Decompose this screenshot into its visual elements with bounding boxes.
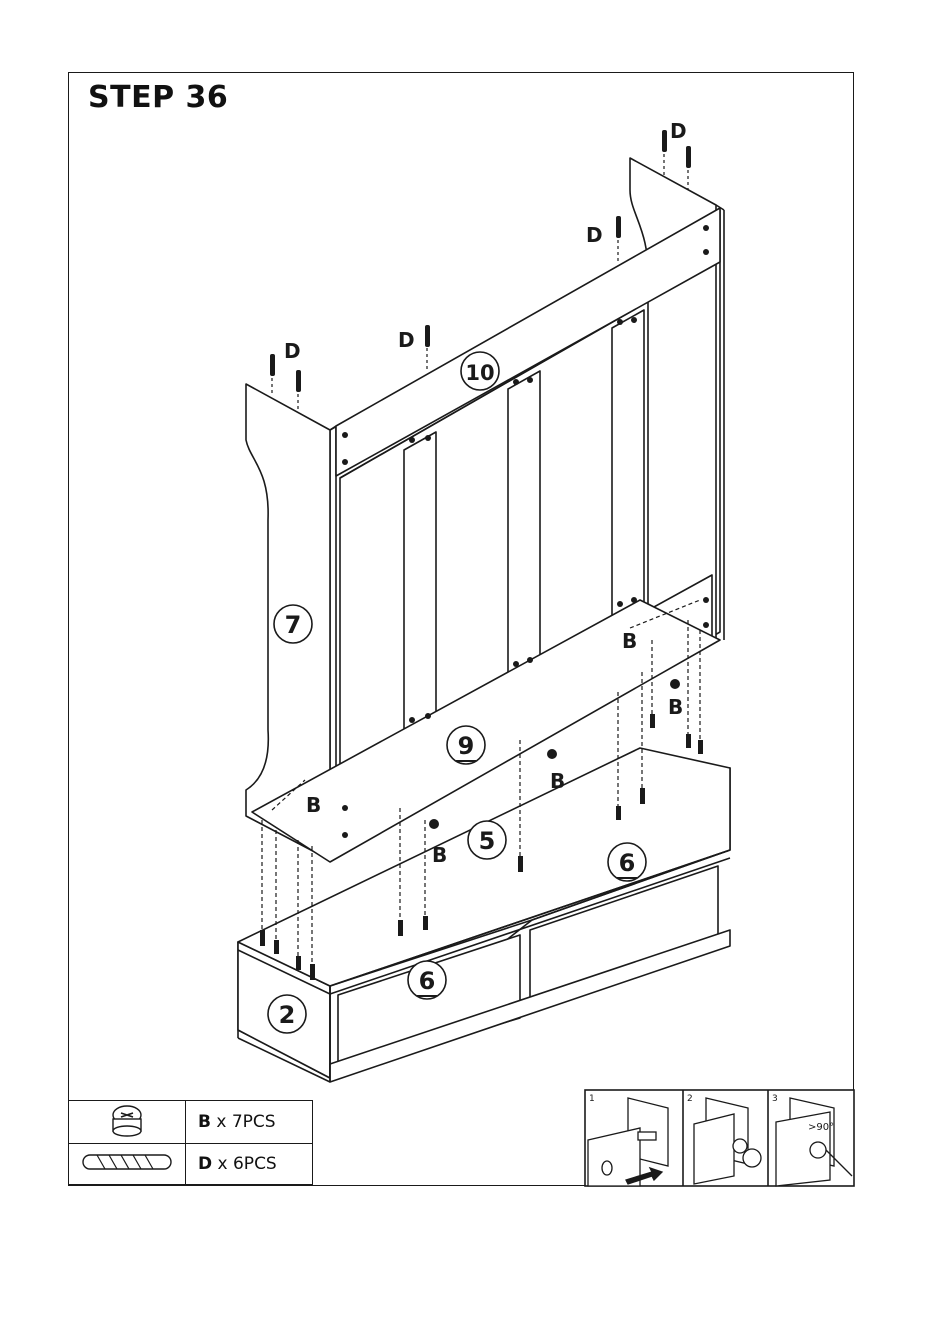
svg-text:5: 5 bbox=[479, 827, 496, 855]
instruction-step-3: 3 bbox=[772, 1094, 778, 1104]
dowel-icon bbox=[270, 354, 275, 376]
callout-b: B bbox=[306, 793, 321, 817]
svg-text:7: 7 bbox=[285, 611, 302, 639]
callout-d: D bbox=[586, 223, 603, 247]
part-label-9: 9 bbox=[447, 726, 485, 764]
part-label-2: 2 bbox=[268, 995, 306, 1033]
svg-text:6: 6 bbox=[419, 967, 436, 995]
callout-b: B bbox=[622, 629, 637, 653]
callout-d: D bbox=[398, 328, 415, 352]
wooden-dowel-icon bbox=[69, 1144, 186, 1185]
svg-text:10: 10 bbox=[465, 361, 494, 385]
dowel-icon bbox=[296, 370, 301, 392]
svg-text:9: 9 bbox=[458, 732, 475, 760]
hardware-row-b: B x 7PCS bbox=[69, 1101, 313, 1144]
callout-b: B bbox=[550, 769, 565, 793]
cam-lock-icon bbox=[69, 1101, 186, 1144]
part-label-6-left: 6 bbox=[408, 961, 446, 999]
part-label-10: 10 bbox=[461, 352, 499, 390]
callout-d: D bbox=[670, 119, 687, 143]
part-label-7: 7 bbox=[274, 605, 312, 643]
instruction-step-1: 1 bbox=[589, 1094, 595, 1104]
hardware-qty-d: x 6PCS bbox=[218, 1154, 277, 1174]
callout-d: D bbox=[284, 339, 301, 363]
svg-text:6: 6 bbox=[619, 849, 636, 877]
part-label-6-right: 6 bbox=[608, 843, 646, 881]
rotation-angle-label: >90° bbox=[808, 1122, 834, 1133]
hardware-qty-b: x 7PCS bbox=[216, 1112, 275, 1132]
svg-text:2: 2 bbox=[279, 1001, 296, 1029]
cam-lock-instructions: 1 2 3 >90° bbox=[585, 1090, 854, 1186]
dowel-icon bbox=[616, 216, 621, 238]
hardware-list: B x 7PCS D x 6PCS bbox=[68, 1100, 313, 1185]
callout-b: B bbox=[432, 843, 447, 867]
dowel-icon bbox=[686, 146, 691, 168]
hardware-row-d: D x 6PCS bbox=[69, 1144, 313, 1185]
dowel-icon bbox=[425, 325, 430, 347]
instruction-step-2: 2 bbox=[687, 1094, 693, 1104]
callout-b: B bbox=[668, 695, 683, 719]
part-label-5: 5 bbox=[468, 821, 506, 859]
hardware-code-d: D bbox=[198, 1154, 212, 1174]
hardware-code-b: B bbox=[198, 1112, 211, 1132]
dowel-icon bbox=[662, 130, 667, 152]
